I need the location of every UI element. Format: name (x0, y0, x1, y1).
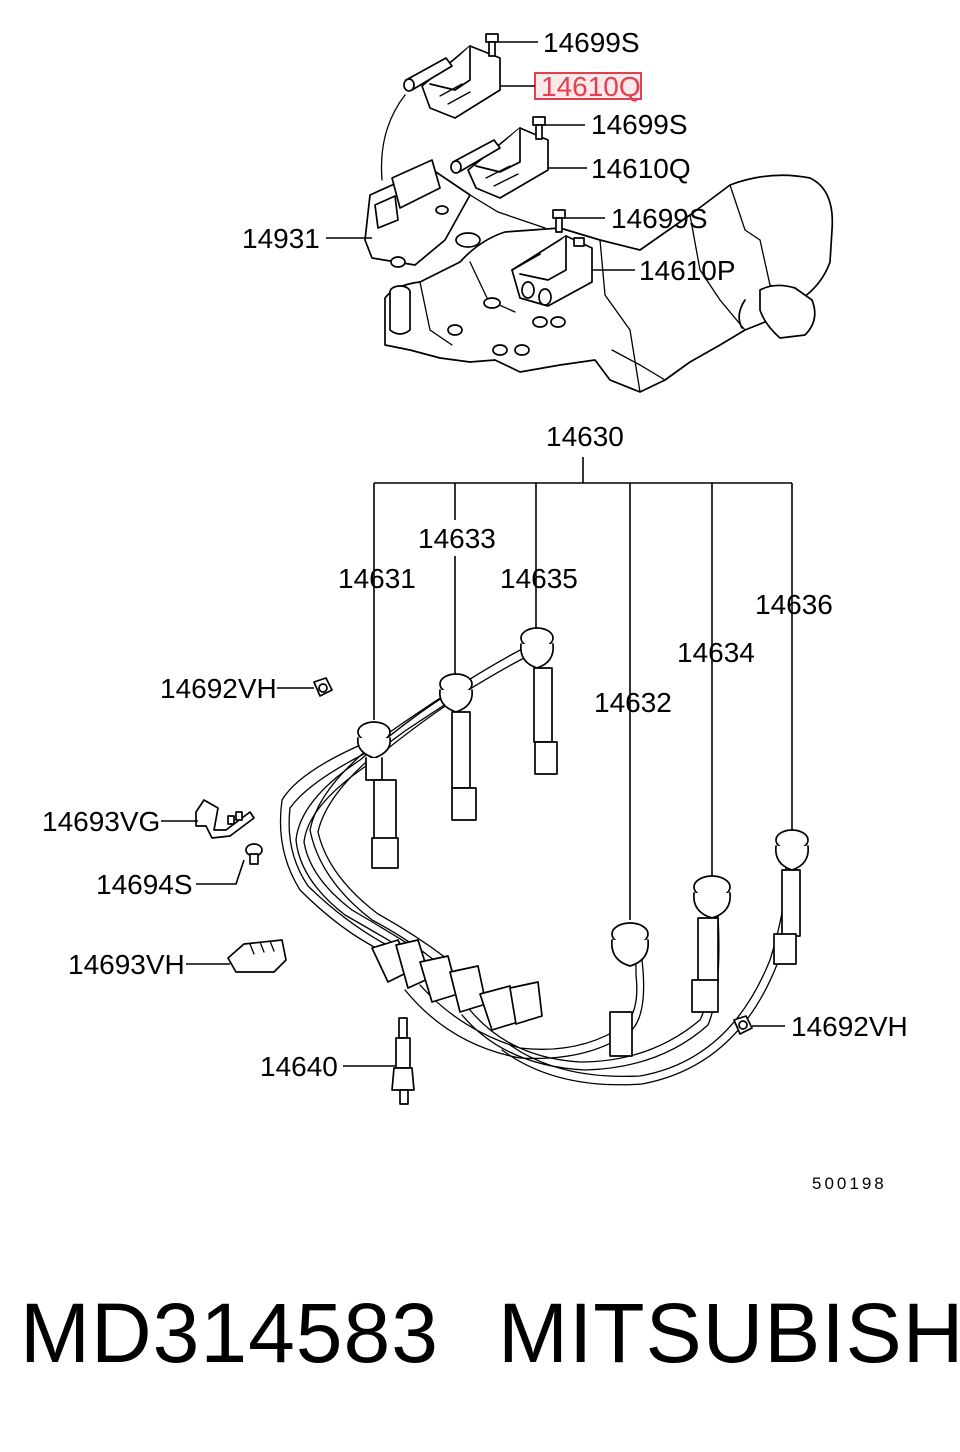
label-igniter[interactable]: 14931 (242, 223, 320, 254)
label-coil-1[interactable]: 14610Q (541, 71, 641, 102)
cable-bracket-lines (373, 457, 793, 920)
ignition-coil-2-drawing (450, 127, 549, 199)
igniter-bracket-drawing (364, 94, 546, 268)
part-number: MD314583 (20, 1286, 439, 1380)
label-bolt-3[interactable]: 14699S (611, 203, 708, 234)
label-holder-vg[interactable]: 14693VG (42, 806, 160, 837)
label-screw[interactable]: 14694S (96, 869, 193, 900)
ignition-coil-1-drawing (403, 45, 501, 119)
label-cable-1[interactable]: 14631 (338, 563, 416, 594)
label-bolt-2[interactable]: 14699S (591, 109, 688, 140)
coil-boot-drawings (371, 939, 543, 1031)
label-coil-2[interactable]: 14610Q (591, 153, 691, 184)
brand-name: MITSUBISHI (498, 1286, 960, 1380)
label-cable-3[interactable]: 14633 (418, 523, 496, 554)
label-holder-vh[interactable]: 14693VH (68, 949, 185, 980)
label-cable-6[interactable]: 14636 (755, 589, 833, 620)
label-cable-2[interactable]: 14632 (594, 687, 672, 718)
leader-lines-upper (326, 41, 635, 271)
holder-vh-icon (227, 939, 287, 973)
spark-plug-icon (391, 1017, 415, 1105)
screw-icon (245, 843, 263, 865)
bolt-icons (485, 33, 566, 233)
label-cable-4[interactable]: 14634 (677, 637, 755, 668)
label-cable-set[interactable]: 14630 (546, 421, 624, 452)
label-spark-plug[interactable]: 14640 (260, 1051, 338, 1082)
clip-left-icon (313, 677, 333, 697)
intake-manifold-drawing (384, 174, 834, 393)
label-clip-left[interactable]: 14692VH (160, 673, 277, 704)
plug-boot-drawings (356, 627, 810, 1057)
label-clip-right[interactable]: 14692VH (791, 1011, 908, 1042)
holder-vg-icon (195, 799, 255, 839)
label-bolt-1[interactable]: 14699S (543, 27, 640, 58)
highlight-box (534, 72, 642, 100)
diagram-code: 500198 (812, 1174, 887, 1193)
leader-lines-lower (161, 687, 785, 1067)
footer: MD314583 MITSUBISHI (0, 1285, 960, 1395)
clip-right-icon (733, 1015, 753, 1035)
label-coil-3[interactable]: 14610P (639, 255, 736, 286)
label-cable-5[interactable]: 14635 (500, 563, 578, 594)
ignition-coil-3-drawing (511, 235, 593, 307)
